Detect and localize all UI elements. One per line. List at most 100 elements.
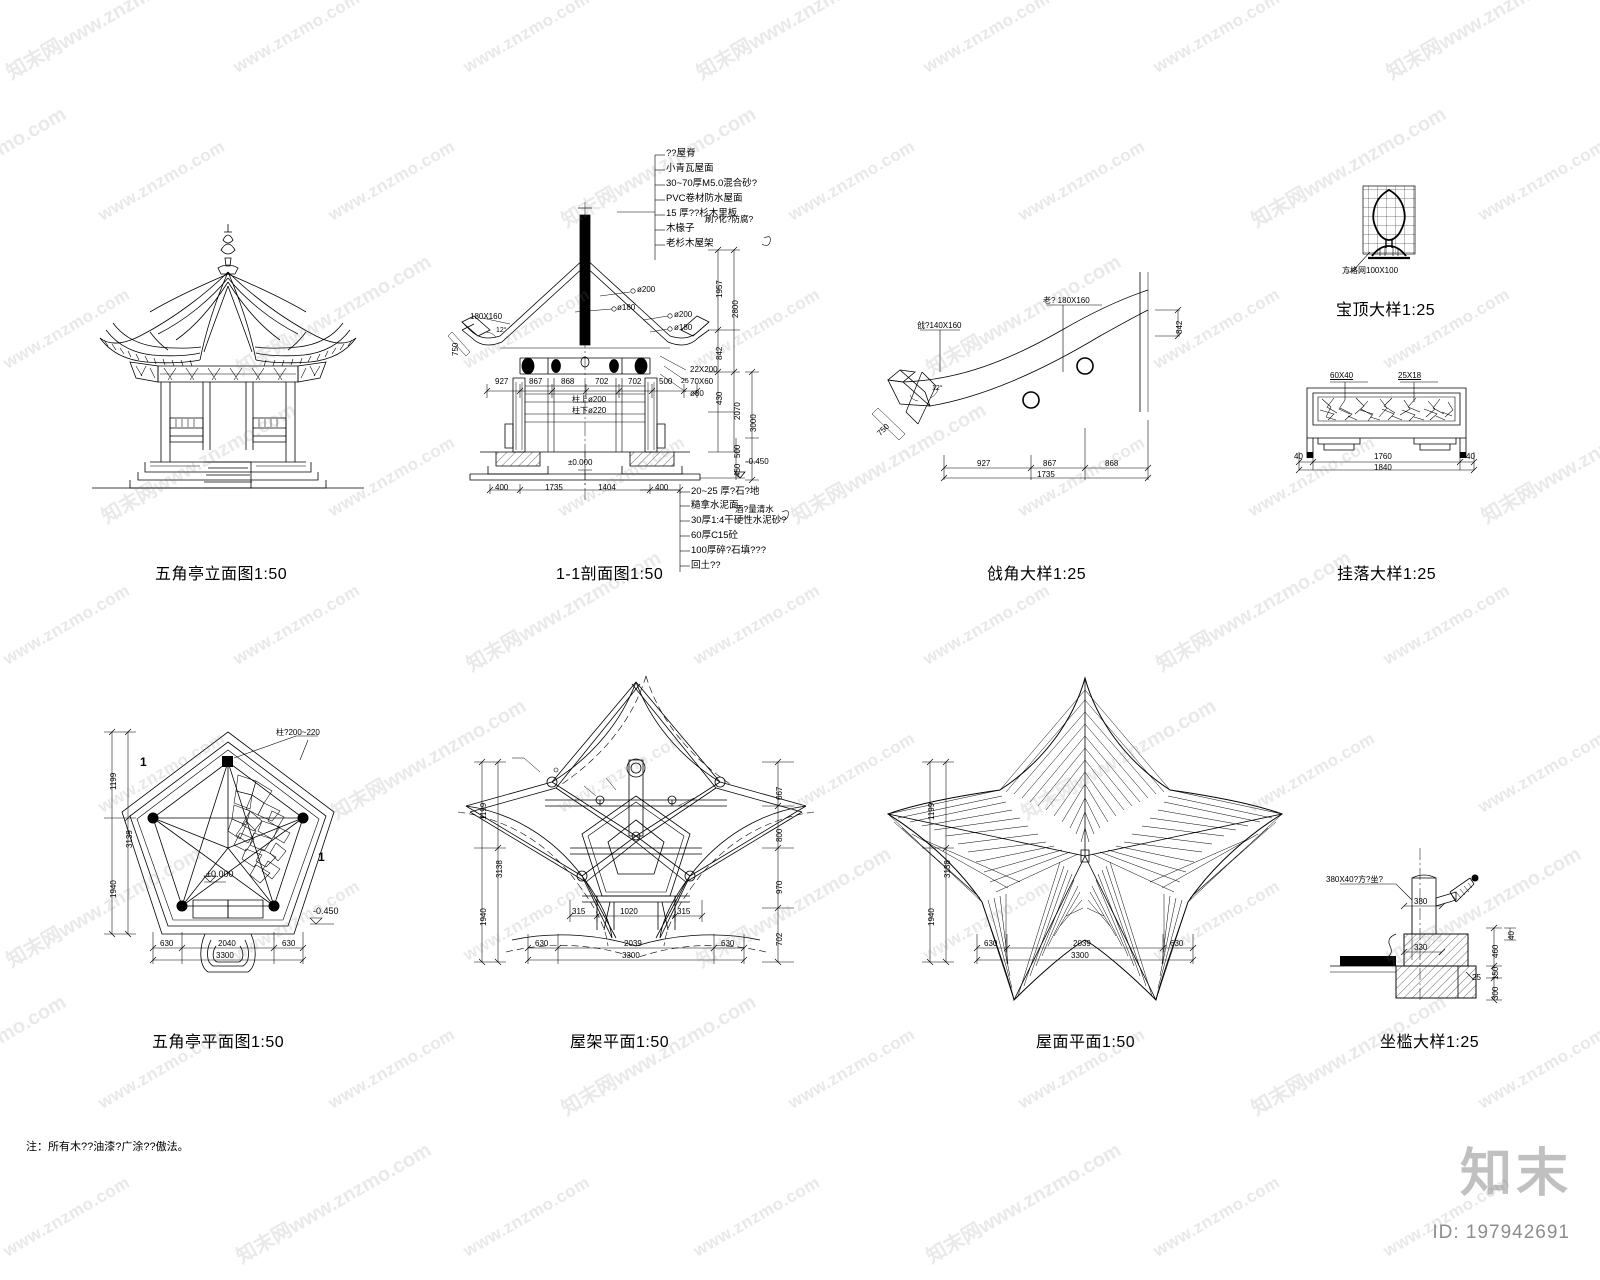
label-d80: ø80 <box>690 389 704 398</box>
hanging-dim-total: 1840 <box>1374 463 1392 472</box>
roofplan-dim-v-1: 1199 <box>927 802 936 820</box>
section-dim-h-6: 500 <box>659 377 673 386</box>
floor-note-1: 20~25 厚?石?地 <box>691 486 760 497</box>
roof-note-2: 小青瓦屋面 <box>666 163 714 174</box>
sheet-note: 注：所有木??油漆?广涂??傲法。 <box>26 1141 189 1153</box>
roofplan-dim-h-1: 630 <box>984 939 998 948</box>
seat-dim-380: 380 <box>1414 897 1428 906</box>
label-len-750: 750 <box>451 342 460 356</box>
floor-note-5: 100厚碎?石填??? <box>691 545 766 556</box>
section-dim-v-1957: 1957 <box>715 280 724 298</box>
cornice-angle: 12° <box>932 385 943 392</box>
label-70x60: 70X60 <box>690 377 714 386</box>
label-beam-180x160: 180X160 <box>470 312 503 321</box>
roofplan-dim-h-total: 3300 <box>1071 951 1089 960</box>
label-col-down: 柱下ø220 <box>572 406 607 415</box>
cornice-height-842: 842 <box>1175 320 1184 334</box>
finial-grid-label: 方格网100X100 <box>1342 266 1399 275</box>
frame-dim-h-1: 630 <box>535 939 549 948</box>
section-dim-h-2: 867 <box>529 377 543 386</box>
frame-dim-r-3: 970 <box>775 880 784 894</box>
cornice-dim-2: 867 <box>1043 459 1057 468</box>
roof-note-3: 30~70厚M5.0混合砂? <box>666 178 758 189</box>
floor-note-3: 30厚1:4干硬性水泥砂? <box>691 515 787 526</box>
label-d180-a: ø180 <box>617 303 636 312</box>
section-dim-base-4: 400 <box>655 483 669 492</box>
seat-dim-300: 300 <box>1491 986 1500 1000</box>
hanging-dim-center: 1760 <box>1374 452 1392 461</box>
section-dim-base-3: 1404 <box>598 483 616 492</box>
brand-id: ID: 197942691 <box>1432 1222 1570 1243</box>
label-level-m450-section: -0.450 <box>746 457 769 466</box>
section-dim-v-500: 500 <box>733 444 742 458</box>
section-dim-v-842: 842 <box>715 346 724 360</box>
plan-dim-v-1: 1199 <box>109 772 118 790</box>
caption-section: 1-1剖面图1:50 <box>556 566 664 583</box>
cornice-label-rafter: 戗?140X160 <box>917 321 962 330</box>
section-dim-h-4: 702 <box>595 377 609 386</box>
hanging-lattice-size: 25X18 <box>1398 371 1422 380</box>
section-dim-h-7: 25 <box>681 378 689 385</box>
plan-dim-h-2: 2040 <box>218 939 236 948</box>
plan-section-mark-bottom: 1 <box>318 850 325 864</box>
roofplan-dim-h-3: 630 <box>1170 939 1184 948</box>
label-d200-a: ø200 <box>637 285 656 294</box>
seat-dim-40: 40 <box>1507 931 1516 940</box>
seat-dim-25: 25 <box>1472 973 1481 982</box>
plan-column-label: 柱?200~220 <box>276 728 320 737</box>
label-level-0-section: ±0.000 <box>568 458 593 467</box>
cornice-label-main: 老? 180X160 <box>1043 296 1090 305</box>
caption-cornice-detail: 戗角大样1:25 <box>987 566 1087 583</box>
roof-note-5: 15 厚??杉木里板 <box>666 208 738 219</box>
caption-roof-plan: 屋面平面1:50 <box>1036 1034 1136 1051</box>
section-dim-base-2: 1735 <box>545 483 563 492</box>
frame-dim-r-4: 702 <box>775 932 784 946</box>
plan-dim-h-total: 3300 <box>216 951 234 960</box>
frame-dim-v-2: 1940 <box>479 908 488 926</box>
caption-finial-detail: 宝顶大样1:25 <box>1336 302 1436 319</box>
section-dim-v-430: 430 <box>715 391 724 405</box>
caption-roof-frame-plan: 屋架平面1:50 <box>570 1034 670 1051</box>
plan-dim-v-2: 1940 <box>109 880 118 898</box>
roof-side-note: 刷?化?防腐? <box>705 214 754 224</box>
plan-dim-v-total: 3139 <box>125 830 134 848</box>
roofplan-dim-v-total: 3138 <box>943 860 952 878</box>
section-dim-v-450: 450 <box>733 463 742 477</box>
roofplan-dim-v-2: 1940 <box>927 908 936 926</box>
label-angle-12: 12° <box>496 327 507 334</box>
frame-dim-h-total: 3300 <box>622 951 640 960</box>
seat-dim-150: 150 <box>1491 966 1500 980</box>
frame-dim-r-1: 667 <box>775 786 784 800</box>
roofplan-dim-h-2: 2039 <box>1073 939 1091 948</box>
section-dim-v-2800: 2800 <box>731 300 740 318</box>
plan-level-m450: -0.450 <box>313 906 339 916</box>
floor-side-note: 酒?量清水 <box>735 504 774 514</box>
roof-note-4: PVC卷材防水屋面 <box>666 193 743 204</box>
section-dim-v-2070: 2070 <box>733 402 742 420</box>
hanging-dim-left: 40 <box>1294 452 1303 461</box>
floor-note-2: 糙拿水泥面 <box>691 500 739 511</box>
caption-plan: 五角亭平面图1:50 <box>152 1034 285 1051</box>
seat-dim-460: 460 <box>1491 944 1500 958</box>
plan-dim-h-1: 630 <box>160 939 174 948</box>
frame-dim-i-1: 315 <box>572 907 586 916</box>
roof-note-1: ??屋脊 <box>666 148 696 159</box>
plan-section-mark-top: 1 <box>140 755 147 769</box>
frame-dim-h-2: 2039 <box>624 939 642 948</box>
hanging-dim-right: 40 <box>1466 452 1475 461</box>
caption-hanging-detail: 挂落大样1:25 <box>1337 566 1437 583</box>
seat-label: 380X40?方?坐? <box>1326 875 1383 884</box>
label-d200-b: ø200 <box>674 310 693 319</box>
section-dim-h-1: 927 <box>495 377 509 386</box>
frame-dim-r-2: 800 <box>775 828 784 842</box>
plan-dim-h-3: 630 <box>282 939 296 948</box>
seat-dim-330: 330 <box>1414 943 1428 952</box>
label-22x200: 22X200 <box>690 365 718 374</box>
floor-note-6: 回土?? <box>691 560 721 571</box>
label-col-up: 柱上ø200 <box>572 395 607 404</box>
cornice-dim-3: 868 <box>1105 459 1119 468</box>
section-dim-h-5: 702 <box>628 377 642 386</box>
brand-logo: 知末 <box>1459 1145 1572 1203</box>
